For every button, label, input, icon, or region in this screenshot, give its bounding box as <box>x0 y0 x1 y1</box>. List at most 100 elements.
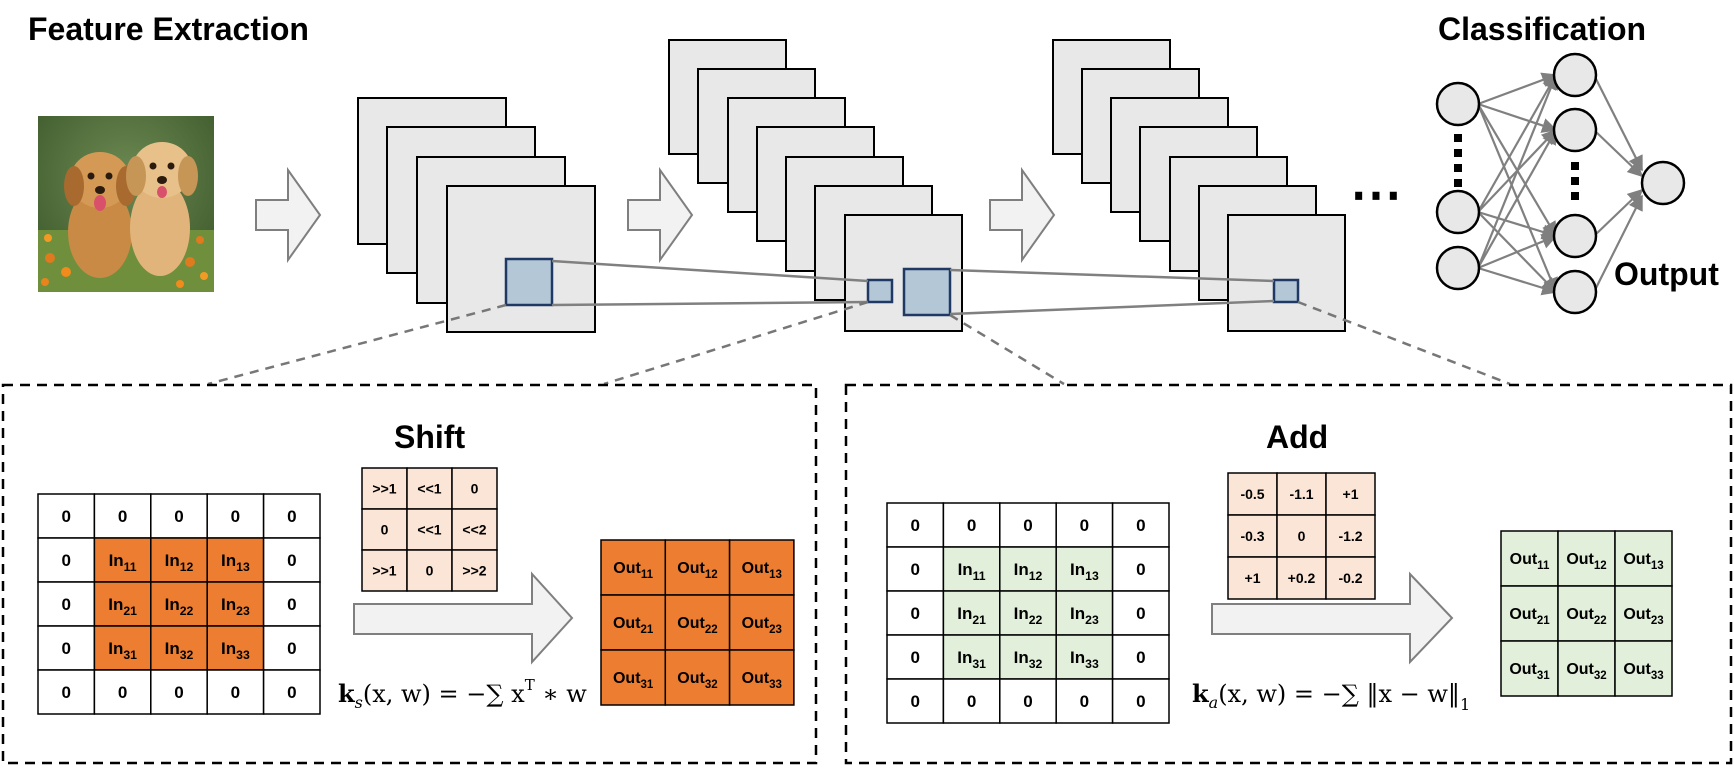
more-layers-ellipsis: ⋯ <box>1350 166 1402 224</box>
add-input-grid-cell-label: 0 <box>910 692 919 711</box>
shift-output-grid-cell <box>728 539 795 596</box>
shift-kernel-grid-cell-label: >>1 <box>372 562 396 578</box>
shift-output-grid-cell-label: Out13 <box>742 560 782 581</box>
add-panel <box>844 383 1733 765</box>
shift-input-grid-cell-label: 0 <box>174 507 183 526</box>
add-input-grid-cell-label: 0 <box>910 604 919 623</box>
shift-output-grid-cell <box>728 594 795 651</box>
shift-input-grid-cell-label: In23 <box>221 595 250 618</box>
add-output-grid-cell <box>1500 585 1559 642</box>
receptive-field-2-large <box>902 267 952 317</box>
hidden-node-3 <box>1552 213 1598 259</box>
shift-kernel-grid-cell <box>451 508 498 551</box>
add-input-grid-cell-label: 0 <box>1136 692 1145 711</box>
shift-input-grid-cell-label: 0 <box>287 683 296 702</box>
shift-input-grid-cell-label: In33 <box>221 639 250 662</box>
output-label: Output <box>1614 256 1719 292</box>
input-node-1 <box>1435 81 1481 127</box>
add-kernel-grid-cell <box>1276 556 1327 600</box>
add-input-grid-cell-label: In21 <box>957 604 986 627</box>
shift-output-grid-cell <box>664 539 731 596</box>
add-input-grid-cell-label: In12 <box>1014 560 1043 583</box>
shift-formula-k: k <box>338 679 356 708</box>
add-kernel-grid-cell-label: +1 <box>1245 570 1261 586</box>
add-input-grid-cell-label: 0 <box>1136 604 1145 623</box>
shift-input-grid-cell-label: 0 <box>231 507 240 526</box>
shift-output-grid-cell-label: Out11 <box>613 560 653 581</box>
add-input-grid-cell-label: In11 <box>958 560 986 583</box>
input-node-3 <box>1435 245 1481 291</box>
add-output-grid-cell-label: Out11 <box>1510 551 1550 572</box>
add-input-grid-cell <box>1111 678 1170 724</box>
feature-map-stack-1 <box>357 97 596 333</box>
add-output-grid-cell-label: Out31 <box>1509 661 1550 682</box>
shift-kernel-grid-cell-label: <<2 <box>462 521 486 537</box>
add-input-grid-cell-label: In31 <box>957 648 986 671</box>
shift-panel <box>1 383 818 765</box>
add-output-grid-cell <box>1500 530 1559 587</box>
add-kernel-grid-cell-label: 0 <box>1298 528 1306 544</box>
shift-formula-sub: s <box>355 693 363 712</box>
add-input-grid-cell <box>1111 634 1170 680</box>
add-output-grid-cell <box>1500 640 1559 697</box>
add-output-grid-cell <box>1614 530 1673 587</box>
shift-input-grid-cell-label: 0 <box>174 683 183 702</box>
shift-input-grid-cell-label: In13 <box>221 551 250 574</box>
hidden-node-1 <box>1552 52 1598 98</box>
flow-arrow-3 <box>989 166 1056 264</box>
puppies-image <box>38 116 214 292</box>
shift-input-grid-cell-label: 0 <box>118 683 127 702</box>
shift-output-grid-cell-label: Out21 <box>613 615 654 636</box>
add-title: Add <box>1266 419 1328 455</box>
add-formula: ka(x, w) = −∑ ‖x − w‖1 <box>1192 679 1470 714</box>
add-output-grid-cell-label: Out13 <box>1623 551 1663 572</box>
add-input-grid-cell <box>999 634 1057 680</box>
add-formula-k: k <box>1192 679 1210 708</box>
add-input-grid-cell-label: 0 <box>1080 692 1089 711</box>
add-formula-sub: a <box>1209 693 1219 712</box>
shift-input-grid-cell <box>150 581 208 627</box>
shift-kernel-grid-cell-label: <<1 <box>417 521 441 537</box>
add-formula-args: (x, w) = −∑ ‖x − w‖ <box>1218 680 1460 709</box>
shift-kernel-grid-cell-label: <<1 <box>417 480 441 496</box>
flow-arrow-2 <box>627 166 694 264</box>
add-kernel-grid-cell-label: -0.5 <box>1240 486 1264 502</box>
shift-formula-args: (x, w) = −∑ x <box>363 680 525 708</box>
shift-input-grid-cell <box>206 493 265 539</box>
add-output-grid-cell-label: Out22 <box>1566 606 1606 627</box>
feature-map-stack-3 <box>1052 39 1346 332</box>
shift-input-grid-cell-label: 0 <box>231 683 240 702</box>
shift-kernel-grid-cell-label: 0 <box>381 521 389 537</box>
shift-input-grid-cell-label: In11 <box>109 551 137 574</box>
add-input-grid-cell-label: 0 <box>1023 516 1032 535</box>
add-output-grid-cell-label: Out32 <box>1566 661 1606 682</box>
add-output-grid-cell <box>1557 585 1616 642</box>
shift-output-grid-cell-label: Out22 <box>677 615 717 636</box>
shift-input-grid-cell-label: In22 <box>165 595 194 618</box>
shift-output-grid-cell <box>728 649 795 706</box>
add-input-grid-cell <box>1111 502 1170 548</box>
output-node <box>1640 160 1686 206</box>
add-input-grid-cell-label: 0 <box>1023 692 1032 711</box>
feature-map-stack-2 <box>668 39 963 332</box>
add-kernel-grid-cell-label: -1.2 <box>1338 528 1362 544</box>
add-input-grid-cell <box>886 546 945 592</box>
add-input-grid-cell <box>1055 502 1114 548</box>
shift-input-grid-cell-label: In12 <box>165 551 194 574</box>
shift-input-grid-cell <box>262 537 321 583</box>
shift-input-grid-cell-label: 0 <box>61 595 70 614</box>
classification-network <box>1435 52 1686 315</box>
shift-kernel-grid-cell <box>361 549 408 592</box>
add-input-grid-cell-label: 0 <box>967 516 976 535</box>
add-input-grid-cell-label: 0 <box>1136 560 1145 579</box>
shift-kernel-grid-cell <box>406 467 453 510</box>
shift-output-grid-cell-label: Out12 <box>677 560 717 581</box>
add-input-grid-cell <box>942 678 1001 724</box>
shift-input-grid-cell-label: In32 <box>165 639 194 662</box>
shift-output-grid-cell-label: Out32 <box>677 670 717 691</box>
hidden-node-4 <box>1552 269 1598 315</box>
shift-input-grid-cell-label: 0 <box>61 551 70 570</box>
